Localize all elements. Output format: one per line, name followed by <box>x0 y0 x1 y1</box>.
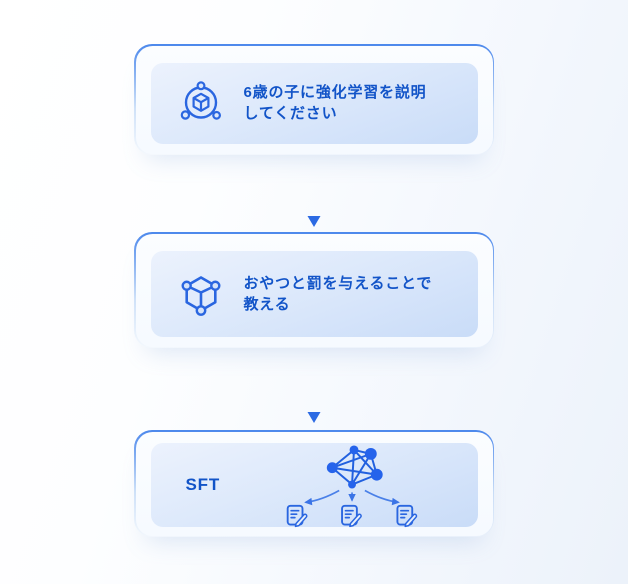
distill-arrow-left <box>303 489 340 505</box>
card-surface: 6歳の子に強化学習を説明 してください <box>135 45 493 154</box>
card-panel: おやつと罰を与えることで 教える <box>150 250 478 337</box>
molecule-network-icon <box>177 270 225 318</box>
distill-arrow-right <box>363 489 400 505</box>
answer-text-line1: おやつと罰を与えることで <box>243 274 433 292</box>
flow-node-sft: SFT <box>134 430 494 537</box>
arrow-down-connector-2 <box>306 350 322 424</box>
card-panel: 6歳の子に強化学習を説明 してください <box>150 62 478 144</box>
prompt-text: 6歳の子に強化学習を説明 してください <box>244 82 427 124</box>
answer-text: おやつと罰を与えることで 教える <box>244 273 433 315</box>
arrow-down-connector-1 <box>306 156 322 228</box>
model-cube-icon <box>177 79 225 127</box>
document-edit-icon <box>395 504 417 527</box>
document-edit-icon <box>286 504 308 527</box>
sft-distillation-graphic <box>286 444 417 527</box>
flow-node-answer: おやつと罰を与えることで 教える <box>134 232 494 348</box>
answer-text-line2: 教える <box>243 295 291 313</box>
card-panel: SFT <box>150 442 478 527</box>
card-surface: おやつと罰を与えることで 教える <box>135 233 493 347</box>
flow-node-prompt: 6歳の子に強化学習を説明 してください <box>134 44 494 155</box>
card-surface: SFT <box>135 431 493 536</box>
sft-label: SFT <box>185 474 221 494</box>
document-edit-icon <box>340 504 362 527</box>
network-graph-icon <box>331 448 378 485</box>
prompt-text-line1: 6歳の子に強化学習を説明 <box>243 84 427 101</box>
prompt-text-line2: してください <box>243 105 338 122</box>
